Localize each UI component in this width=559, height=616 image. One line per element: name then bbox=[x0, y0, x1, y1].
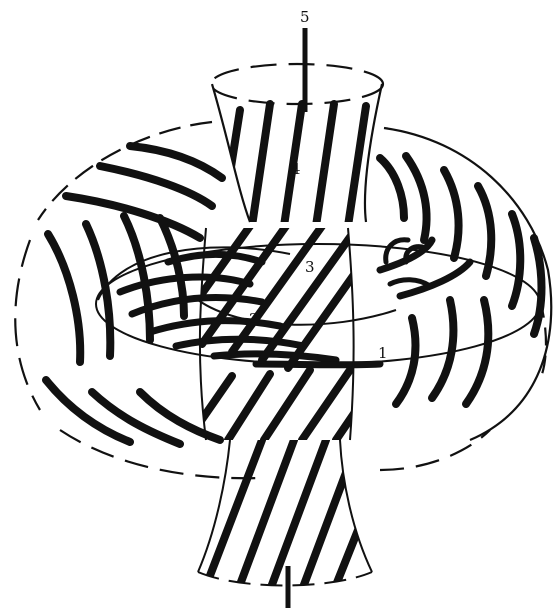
label-2: 2 bbox=[249, 310, 259, 328]
label-3: 3 bbox=[305, 258, 315, 276]
inner-vortex-ring-1 bbox=[96, 240, 540, 365]
top-funnel-4 bbox=[211, 64, 383, 226]
label-1: 1 bbox=[378, 344, 388, 362]
label-5: 5 bbox=[300, 8, 310, 26]
label-4: 4 bbox=[291, 160, 301, 178]
